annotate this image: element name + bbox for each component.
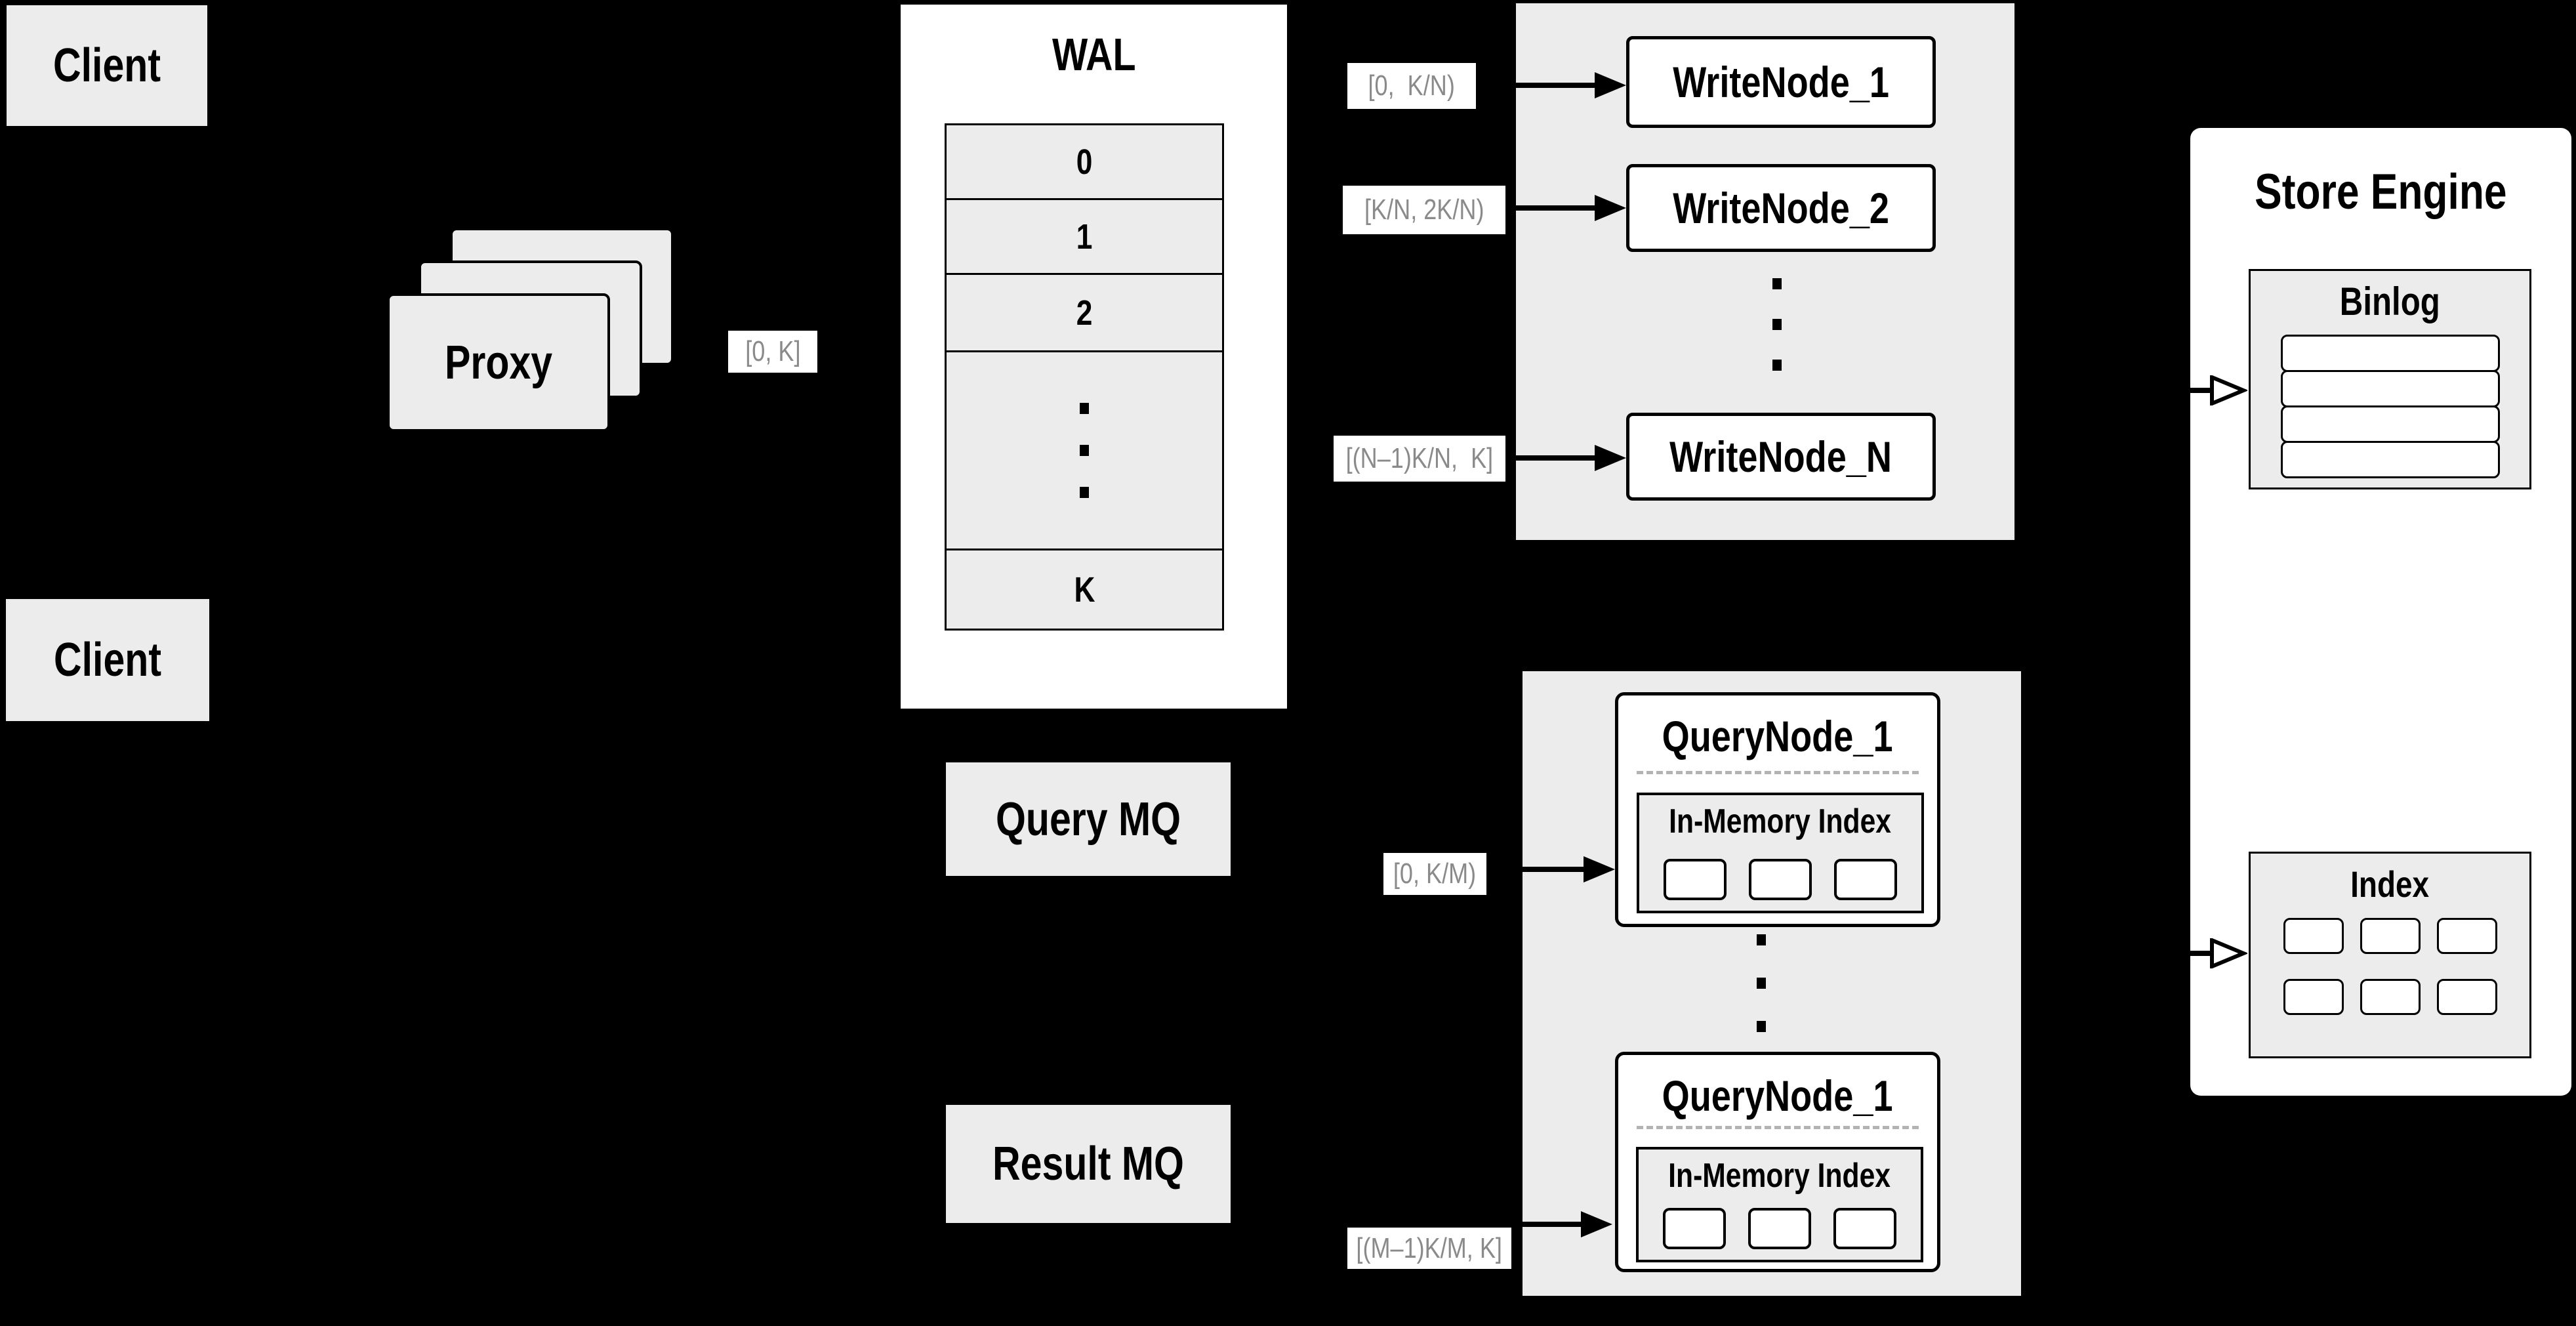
memory-segment <box>1663 1208 1726 1249</box>
binlog-row <box>2280 405 2500 443</box>
memory-segment <box>1833 1208 1896 1249</box>
arrow-to-writenode-1 <box>1476 72 1626 98</box>
open-arrowhead-icon <box>2188 938 2247 968</box>
client-bottom-box: Client <box>6 599 209 721</box>
index-box: Index <box>2249 852 2531 1058</box>
vertical-ellipsis-icon <box>1772 278 1782 371</box>
binlog-row <box>2280 335 2500 372</box>
dashed-separator <box>1637 771 1919 774</box>
writenode-n-box: WriteNode_N <box>1626 413 1936 501</box>
binlog-box: Binlog <box>2249 269 2531 489</box>
range-label-writenode-2: [K/N, 2K/N) <box>1343 186 1505 234</box>
arrowhead-icon <box>1581 1211 1612 1237</box>
wal-title: WAL <box>1052 29 1136 80</box>
writenode-2-box: WriteNode_2 <box>1626 164 1936 252</box>
memory-segment <box>1749 859 1812 900</box>
arrowhead-icon <box>1584 856 1615 882</box>
arrow-to-writenode-n <box>1505 445 1626 471</box>
binlog-row <box>2280 441 2500 478</box>
arrowhead-icon <box>1595 72 1626 98</box>
range-label-querynode-top: [0, K/M) <box>1383 853 1486 895</box>
range-label-writenode-1: [0, K/N) <box>1347 63 1476 109</box>
dashed-separator <box>1637 1126 1919 1129</box>
arrow-to-querynode-bottom <box>1511 1211 1612 1237</box>
in-memory-index-box: In-Memory Index <box>1637 793 1924 913</box>
querynode-bottom-box: QueryNode_1 In-Memory Index <box>1615 1052 1940 1272</box>
vertical-ellipsis-icon <box>1080 403 1089 498</box>
in-memory-index-box: In-Memory Index <box>1636 1147 1923 1262</box>
wal-panel: WAL 0 1 2 K <box>901 5 1287 709</box>
result-mq-box: Result MQ <box>946 1105 1231 1223</box>
index-cell <box>2360 979 2421 1015</box>
wal-row-k: K <box>947 550 1222 629</box>
arrowhead-icon <box>1595 445 1626 471</box>
arrow-to-writenode-2 <box>1505 195 1626 221</box>
wal-row-ellipsis <box>947 352 1222 550</box>
querynode-top-box: QueryNode_1 In-Memory Index <box>1615 692 1940 927</box>
index-cells <box>2283 918 2497 1015</box>
open-arrowhead-icon <box>2188 375 2247 405</box>
memory-segment <box>1834 859 1897 900</box>
index-cell <box>2283 918 2344 954</box>
client-top-label: Client <box>52 39 161 92</box>
writenode-1-box: WriteNode_1 <box>1626 36 1936 128</box>
binlog-row <box>2280 370 2500 407</box>
arrowhead-icon <box>1595 195 1626 221</box>
client-bottom-label: Client <box>53 634 161 686</box>
index-cell <box>2437 979 2497 1015</box>
binlog-rows <box>2280 335 2500 478</box>
proxy-label: Proxy <box>444 336 553 389</box>
memory-segments <box>1639 1208 1921 1249</box>
arrow-to-querynode-top <box>1486 856 1615 882</box>
query-mq-box: Query MQ <box>946 762 1231 876</box>
vertical-ellipsis-icon <box>1757 934 1766 1032</box>
range-label-querynode-bottom: [(M–1)K/M, K] <box>1347 1228 1511 1269</box>
wal-segment-table: 0 1 2 K <box>945 123 1224 631</box>
proxy-box: Proxy <box>387 293 610 432</box>
memory-segment <box>1664 859 1727 900</box>
memory-segment <box>1748 1208 1811 1249</box>
index-cell <box>2283 979 2344 1015</box>
wal-row-0: 0 <box>947 125 1222 200</box>
client-top-box: Client <box>7 5 207 126</box>
index-cell <box>2437 918 2497 954</box>
range-label-proxy-wal: [0, K] <box>728 331 817 373</box>
memory-segments <box>1639 859 1921 900</box>
index-cell <box>2360 918 2421 954</box>
wal-row-2: 2 <box>947 275 1222 352</box>
store-engine-panel: Store Engine Binlog Index <box>2190 128 2571 1096</box>
range-label-writenode-n: [(N–1)K/N, K] <box>1334 436 1505 482</box>
wal-row-1: 1 <box>947 200 1222 275</box>
